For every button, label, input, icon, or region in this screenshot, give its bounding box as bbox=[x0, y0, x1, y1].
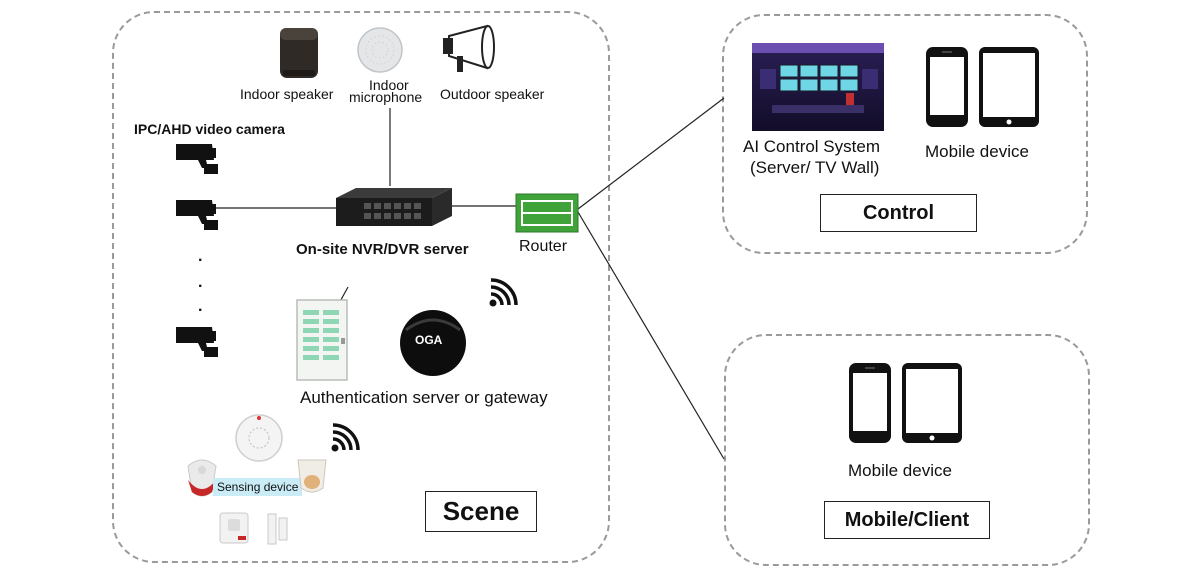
smartphone-icon bbox=[926, 47, 968, 127]
outdoor-speaker-icon bbox=[443, 24, 495, 72]
ai-control-system-label-line1: AI Control System bbox=[743, 137, 880, 156]
control-mobile-device-label: Mobile device bbox=[925, 142, 1029, 161]
scene-region bbox=[112, 11, 610, 563]
door-sensor-icon bbox=[267, 513, 288, 545]
wifi-icon bbox=[489, 278, 518, 307]
nvr-server-icon bbox=[336, 188, 452, 226]
gateway-logo: OGA bbox=[415, 333, 443, 347]
client-title: Mobile/Client bbox=[824, 501, 990, 539]
outdoor-speaker-label: Outdoor speaker bbox=[440, 86, 545, 102]
client-mobile-device-label: Mobile device bbox=[848, 461, 952, 480]
ellipsis-dot: · bbox=[198, 252, 204, 269]
wifi-icon bbox=[331, 423, 360, 452]
smart-plug-icon bbox=[219, 512, 249, 544]
tablet-icon bbox=[979, 47, 1039, 127]
auth-server-label: Authentication server or gateway bbox=[300, 388, 548, 407]
ellipsis-dot: · bbox=[198, 302, 204, 319]
indoor-speaker-label: Indoor speaker bbox=[240, 86, 334, 102]
camera-icon bbox=[176, 200, 218, 230]
ellipsis-dot: · bbox=[198, 278, 204, 295]
smartphone-icon bbox=[849, 363, 891, 443]
gateway-device-icon bbox=[400, 310, 466, 376]
line-router-to-control bbox=[577, 97, 725, 210]
client-region bbox=[724, 334, 1090, 566]
ai-control-system-icon bbox=[752, 43, 884, 131]
router-icon bbox=[515, 193, 579, 233]
camera-group-label: IPC/AHD video camera bbox=[134, 121, 285, 137]
nvr-server-label: On-site NVR/DVR server bbox=[296, 241, 469, 258]
sensing-device-label: Sensing device bbox=[213, 478, 303, 496]
camera-icon bbox=[176, 327, 218, 357]
control-title: Control bbox=[820, 194, 977, 232]
motion-sensor-icon bbox=[297, 459, 327, 493]
indoor-microphone-label-line1: Indoor bbox=[369, 77, 409, 93]
control-region bbox=[722, 14, 1088, 254]
indoor-speaker-icon bbox=[280, 28, 318, 78]
router-label: Router bbox=[519, 238, 568, 255]
ai-control-system-label-line2: (Server/ TV Wall) bbox=[750, 158, 880, 177]
indoor-microphone-label-line2: microphone bbox=[349, 89, 423, 105]
tablet-icon bbox=[902, 363, 962, 443]
line-router-to-client bbox=[577, 211, 725, 460]
siren-icon bbox=[187, 459, 217, 497]
camera-icon bbox=[176, 144, 218, 174]
scene-title: Scene bbox=[425, 491, 537, 532]
smoke-detector-icon bbox=[235, 414, 283, 462]
auth-server-cabinet-icon bbox=[296, 299, 348, 381]
indoor-microphone-icon bbox=[357, 27, 403, 73]
